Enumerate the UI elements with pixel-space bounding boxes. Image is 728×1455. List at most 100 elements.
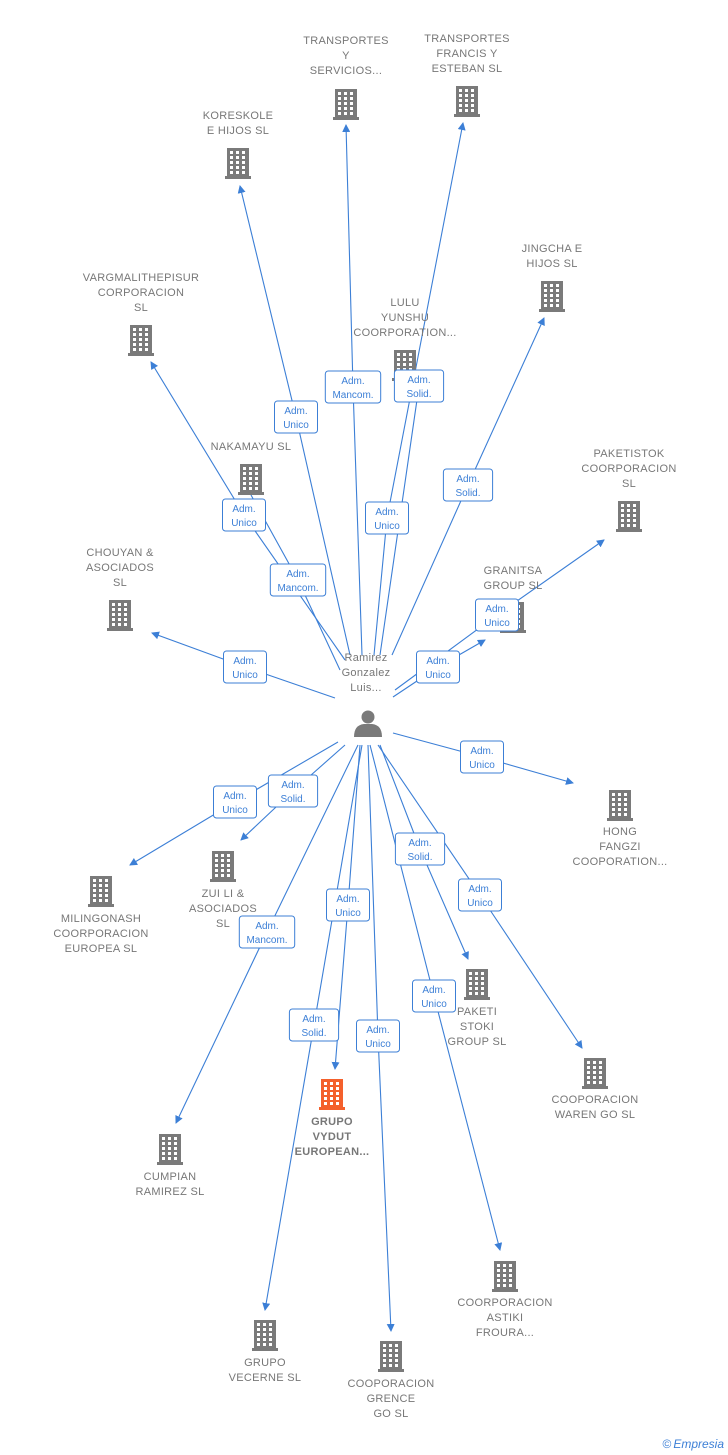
building-icon[interactable]: [582, 1058, 608, 1089]
building-icon[interactable]: [107, 600, 133, 631]
company-label-line: SERVICIOS...: [310, 65, 382, 77]
building-icon[interactable]: [210, 851, 236, 882]
building-icon[interactable]: [616, 501, 642, 532]
role-label-line: Unico: [231, 518, 257, 529]
role-label: Adm.Mancom.: [246, 921, 287, 946]
building-icon[interactable]: [333, 89, 359, 120]
building-icon[interactable]: [492, 1261, 518, 1292]
role-badge[interactable]: Adm.Solid.: [267, 774, 319, 808]
role-label-line: Mancom.: [277, 583, 318, 594]
footer-brand: ©Empresia: [662, 1437, 724, 1451]
company-label-line: GRENCE: [367, 1393, 416, 1405]
role-label-line: Adm.: [336, 894, 359, 905]
company-label-line: COORPORACION: [581, 463, 676, 475]
company-label-line: COOPORACION: [551, 1094, 638, 1106]
company-label-line: YUNSHU: [381, 312, 429, 324]
role-badge[interactable]: Adm.Unico: [475, 598, 519, 632]
role-badge[interactable]: Adm.Unico: [365, 501, 409, 535]
role-label: Adm.Unico: [283, 406, 309, 431]
role-badge[interactable]: Adm.Unico: [274, 400, 318, 434]
company-label[interactable]: COOPORACION WAREN GO SL: [551, 1094, 638, 1121]
role-label: Adm.Unico: [374, 507, 400, 532]
building-icon[interactable]: [607, 790, 633, 821]
role-label: Adm.Unico: [231, 504, 257, 529]
role-badge[interactable]: Adm.Solid.: [442, 468, 494, 502]
role-badge[interactable]: Adm.Unico: [458, 878, 502, 912]
role-label-line: Unico: [425, 670, 451, 681]
role-badge[interactable]: Adm.Mancom.: [324, 370, 382, 404]
building-icon[interactable]: [378, 1341, 404, 1372]
role-badge[interactable]: Adm.Solid.: [288, 1008, 340, 1042]
role-label-line: Adm.: [468, 884, 491, 895]
role-label-line: Adm.: [485, 604, 508, 615]
building-icon[interactable]: [88, 876, 114, 907]
company-label-line: COORPORACION: [457, 1297, 552, 1309]
role-badge[interactable]: Adm.Unico: [412, 979, 456, 1013]
company-label-line: WAREN GO SL: [555, 1109, 636, 1121]
building-icon[interactable]: [539, 281, 565, 312]
role-badge[interactable]: Adm.Unico: [416, 650, 460, 684]
role-label: Adm.Solid.: [407, 838, 432, 863]
company-label[interactable]: NAKAMAYU SL: [211, 441, 292, 453]
role-label-line: Unico: [374, 521, 400, 532]
company-label-line: HONG: [603, 826, 637, 838]
role-badge[interactable]: Adm.Solid.: [393, 369, 445, 403]
role-badge[interactable]: Adm.Unico: [460, 740, 504, 774]
building-icon[interactable]: [238, 464, 264, 495]
company-label-line: ASOCIADOS: [189, 903, 257, 915]
role-label-line: Adm.: [302, 1014, 325, 1025]
role-badge[interactable]: Adm.Unico: [326, 888, 370, 922]
building-icon[interactable]: [464, 969, 490, 1000]
role-badge[interactable]: Adm.Solid.: [394, 832, 446, 866]
building-icon[interactable]: [128, 325, 154, 356]
company-label-line: FROURA...: [476, 1327, 534, 1339]
company-label-line: SL: [134, 302, 148, 314]
company-label-line: VECERNE SL: [229, 1372, 302, 1384]
role-badge[interactable]: Adm.Unico: [223, 650, 267, 684]
building-icon[interactable]: [454, 86, 480, 117]
role-label-line: Solid.: [406, 389, 431, 400]
role-badge[interactable]: Adm.Unico: [213, 785, 257, 819]
role-label-line: Unico: [365, 1039, 391, 1050]
building-icon[interactable]: [252, 1320, 278, 1351]
role-label: Adm.Unico: [425, 656, 451, 681]
role-label-line: Solid.: [280, 794, 305, 805]
highlighted-company-icon[interactable]: [319, 1079, 345, 1110]
role-label-line: Unico: [421, 999, 447, 1010]
brand-name[interactable]: Empresia: [673, 1437, 724, 1451]
building-icon[interactable]: [157, 1134, 183, 1165]
role-badge[interactable]: Adm.Mancom.: [269, 563, 327, 597]
company-label-line: KORESKOLE: [203, 110, 274, 122]
role-badge[interactable]: Adm.Unico: [222, 498, 266, 532]
company-label-line: STOKI: [460, 1021, 494, 1033]
role-label: Adm.Solid.: [455, 474, 480, 499]
role-badge[interactable]: Adm.Unico: [356, 1019, 400, 1053]
role-badge[interactable]: Adm.Mancom.: [238, 915, 296, 949]
company-label-line: MILINGONASH: [61, 913, 141, 925]
company-label-line: SL: [216, 918, 230, 930]
person-icon[interactable]: [354, 710, 382, 738]
company-label-line: GRANITSA: [484, 565, 543, 577]
company-label-line: FANGZI: [599, 841, 641, 853]
building-icon[interactable]: [225, 148, 251, 179]
role-label-line: Mancom.: [246, 935, 287, 946]
